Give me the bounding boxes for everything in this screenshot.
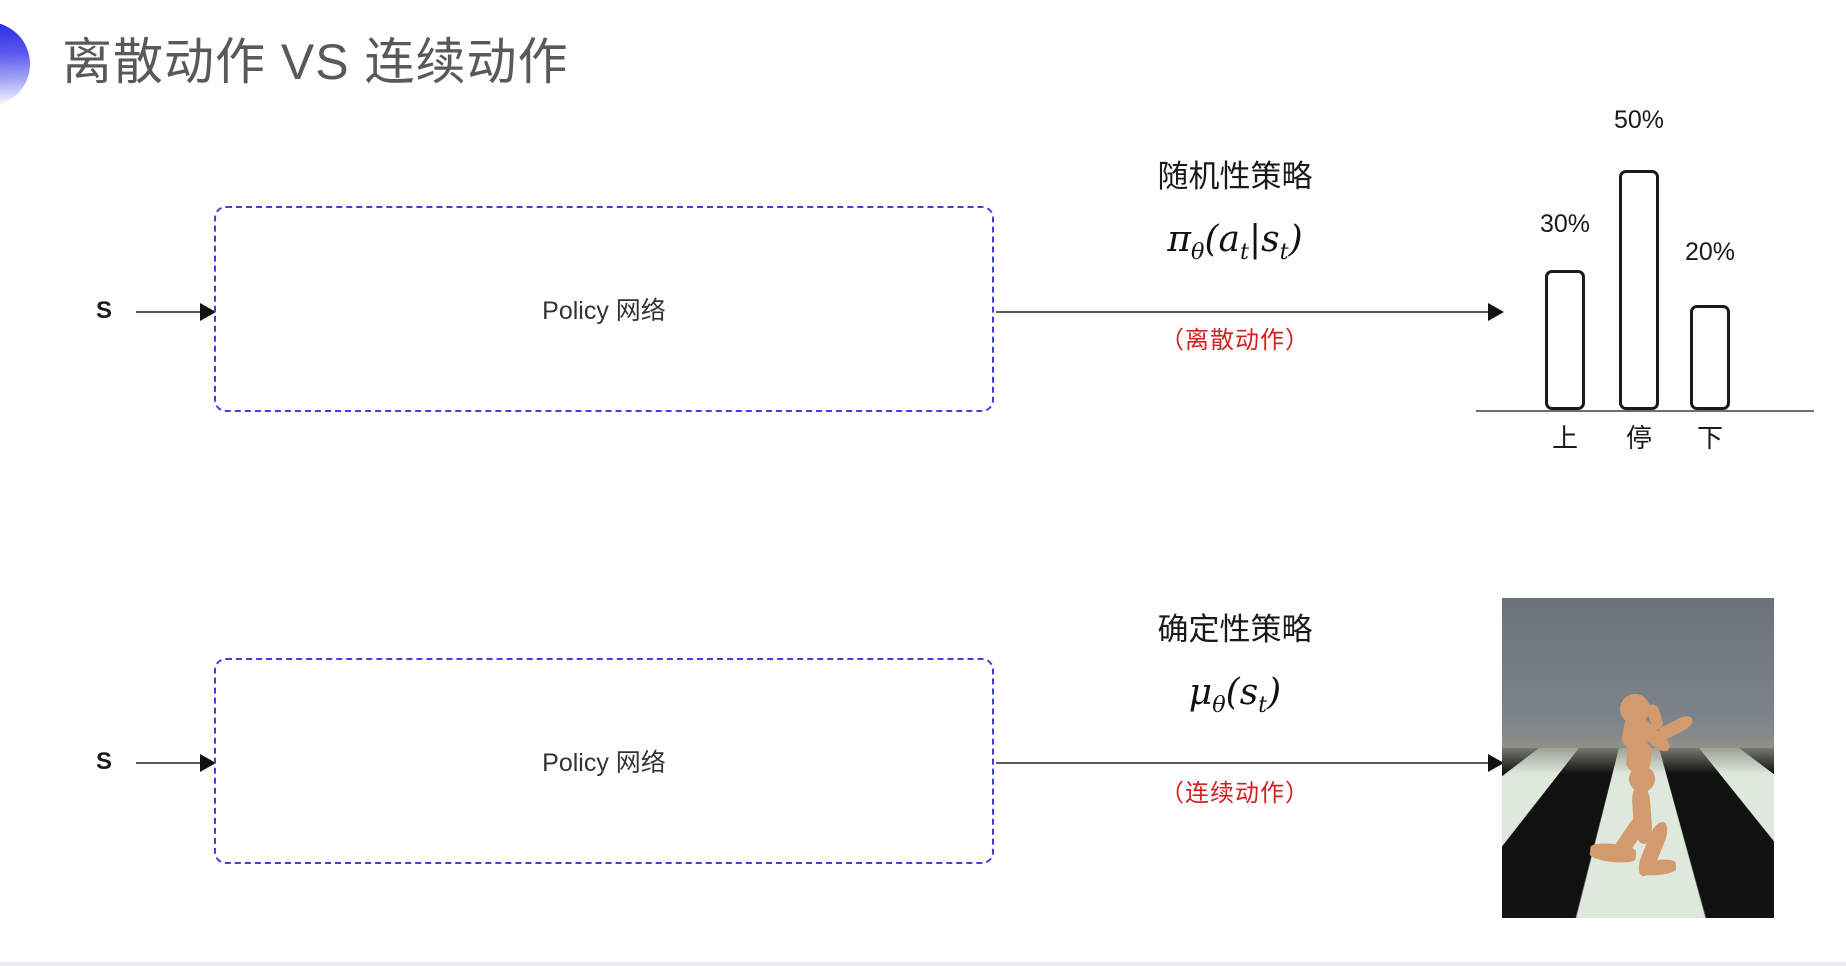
formula-theta: θ bbox=[1191, 239, 1205, 266]
page-title: 离散动作 VS 连续动作 bbox=[62, 34, 569, 90]
output-arrow-head-bottom bbox=[1488, 754, 1504, 772]
humanoid-simulation-image bbox=[1502, 598, 1774, 918]
formula-action: a bbox=[1218, 219, 1240, 260]
humanoid-figure bbox=[1502, 598, 1774, 918]
output-arrow-head-top bbox=[1488, 303, 1504, 321]
output-arrow-line-bottom bbox=[996, 762, 1492, 764]
formula-given-bar: | bbox=[1248, 219, 1262, 260]
state-input-label-bottom: S bbox=[96, 748, 113, 775]
policy-network-box-bottom[interactable]: Policy 网络 bbox=[214, 658, 994, 864]
formula-open-paren: ( bbox=[1204, 219, 1219, 260]
stochastic-policy-formula: πθ(at|st) bbox=[1075, 209, 1395, 283]
policy-network-label-top: Policy 网络 bbox=[542, 297, 666, 325]
bar-value-0: 30% bbox=[1539, 210, 1591, 238]
deterministic-policy-annotation: 确定性策略 μθ(st) （连续动作） bbox=[1075, 608, 1395, 814]
title-bullet-icon bbox=[0, 22, 30, 106]
policy-network-box-top[interactable]: Policy 网络 bbox=[214, 206, 994, 412]
formula-mu-theta: θ bbox=[1212, 692, 1226, 719]
stochastic-policy-title: 随机性策略 bbox=[1157, 159, 1313, 194]
formula-close-paren: ) bbox=[1288, 219, 1303, 260]
bar-tick-label-0: 上 bbox=[1551, 423, 1578, 453]
input-arrow-head-top bbox=[200, 303, 216, 321]
stochastic-policy-annotation: 随机性策略 πθ(at|st) （离散动作） bbox=[1075, 155, 1395, 361]
bar-value-2: 20% bbox=[1684, 238, 1736, 266]
bar-1 bbox=[1619, 170, 1659, 410]
bar-tick-label-1: 停 bbox=[1625, 423, 1652, 453]
formula-mu-open-paren: ( bbox=[1225, 672, 1240, 713]
bar-value-1: 50% bbox=[1613, 106, 1665, 134]
output-arrow-line-top bbox=[996, 311, 1492, 313]
deterministic-policy-formula: μθ(st) bbox=[1075, 662, 1395, 736]
bar-0 bbox=[1545, 270, 1585, 410]
bottom-edge-strip bbox=[0, 962, 1846, 966]
formula-state: s bbox=[1261, 219, 1280, 260]
formula-mu: μ bbox=[1188, 672, 1213, 713]
input-arrow-head-bottom bbox=[200, 754, 216, 772]
formula-pi: π bbox=[1167, 219, 1192, 260]
action-probability-bar-chart: 30% 上 50% 停 20% 下 bbox=[1468, 106, 1818, 460]
deterministic-policy-title: 确定性策略 bbox=[1157, 612, 1313, 647]
input-arrow-line-bottom bbox=[136, 762, 204, 764]
policy-network-label-bottom: Policy 网络 bbox=[542, 749, 666, 777]
formula-state-subscript: t bbox=[1279, 239, 1289, 266]
formula-action-subscript: t bbox=[1240, 239, 1249, 266]
formula-mu-state-subscript: t bbox=[1258, 692, 1268, 719]
discrete-action-note: （离散动作） bbox=[1160, 327, 1310, 355]
formula-mu-state: s bbox=[1239, 672, 1259, 713]
input-arrow-line-top bbox=[136, 311, 204, 313]
continuous-action-note: （连续动作） bbox=[1160, 780, 1310, 808]
state-input-label-top: S bbox=[96, 297, 113, 324]
chart-x-axis bbox=[1476, 410, 1814, 412]
bar-tick-label-2: 下 bbox=[1696, 423, 1723, 453]
bar-2 bbox=[1690, 305, 1730, 410]
formula-mu-close-paren: ) bbox=[1267, 672, 1282, 713]
